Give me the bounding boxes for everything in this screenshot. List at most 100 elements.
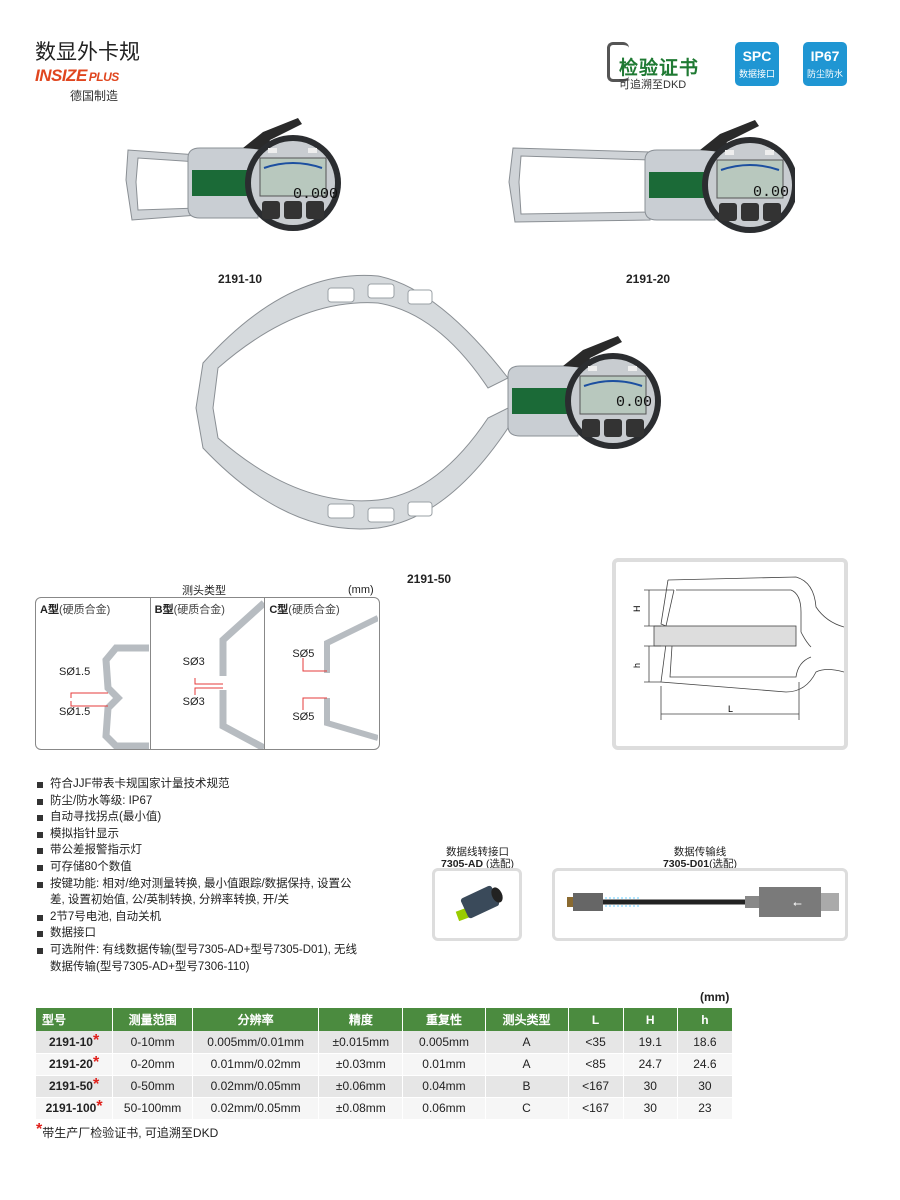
column-header: L <box>568 1008 624 1031</box>
table-cell: 0-50mm <box>112 1075 194 1098</box>
model-label: 2191-20 <box>626 272 671 286</box>
star-marker: * <box>92 1054 100 1071</box>
cell-value: 50-100mm <box>123 1101 182 1115</box>
cell-value: 0.02mm/0.05mm <box>210 1079 301 1093</box>
table-cell: 2191-50* <box>36 1075 114 1098</box>
table-cell: <167 <box>568 1097 624 1120</box>
spc-subtitle: 数据接口 <box>738 69 775 79</box>
cell-value: 30 <box>698 1079 712 1093</box>
cell-value: 0-10mm <box>130 1034 175 1049</box>
accessory-model: 7305-AD <box>441 858 484 870</box>
column-header: 分辨率 <box>192 1008 320 1031</box>
table-cell: 0.005mm <box>402 1031 486 1054</box>
table-cell: 0-10mm <box>112 1031 194 1054</box>
cell-value: 0.04mm <box>422 1079 466 1093</box>
accessory-note: (选配) <box>709 858 738 870</box>
feature-item: 带公差报警指示灯 <box>35 842 415 859</box>
probe-material: (硬质合金) <box>288 604 340 616</box>
table-cell: 30 <box>677 1075 734 1098</box>
table-cell: 50-100mm <box>112 1097 194 1120</box>
feature-list: 符合JJF带表卡规国家计量技术规范 防尘/防水等级: IP67 自动寻找拐点(最… <box>35 776 415 975</box>
column-header: 重复性 <box>402 1008 486 1031</box>
feature-item: 可选附件: 有线数据传输(型号7305-AD+型号7305-D01), 无线数据… <box>35 942 365 975</box>
table-cell: A <box>485 1031 569 1054</box>
cell-value: 0.01mm <box>422 1057 466 1071</box>
probe-type-b: B型(硬质合金) SØ3 SØ3 <box>151 598 266 749</box>
ip-title: IP67 <box>810 48 840 64</box>
cell-value: 2191-100 <box>45 1101 97 1115</box>
column-header: 测量范围 <box>112 1008 194 1031</box>
table-cell: <85 <box>568 1053 624 1076</box>
table-cell: B <box>485 1075 569 1098</box>
usb-cable-icon: ⭠ <box>567 887 839 917</box>
feature-item: 2节7号电池, 自动关机 <box>35 909 415 926</box>
svg-text:⭠: ⭠ <box>793 898 802 910</box>
footnote: *带生产厂检验证书, 可追溯至DKD <box>36 1121 218 1141</box>
probe-unit: (mm) <box>348 584 374 596</box>
table-cell: 0-20mm <box>112 1053 194 1076</box>
accessory-model: 7305-D01 <box>662 858 710 870</box>
certificate-badge: 检验证书 可追溯至DKD <box>605 40 705 91</box>
dimension-drawing: H h L <box>632 576 845 720</box>
column-header: 测头类型 <box>485 1008 569 1031</box>
cell-value: ±0.03mm <box>335 1057 386 1071</box>
star-marker: * <box>92 1076 100 1093</box>
model-label: 2191-50 <box>407 572 452 586</box>
feature-item: 自动寻找拐点(最小值) <box>35 809 415 826</box>
probe-type-a: A型(硬质合金) SØ1.5 SØ1.5 <box>36 598 151 749</box>
column-header: 精度 <box>318 1008 404 1031</box>
spc-title: SPC <box>742 48 772 64</box>
table-cell: 24.7 <box>623 1053 678 1076</box>
accessory-adapter-title: 数据线转接口 7305-AD (选配) <box>425 846 530 870</box>
probe-type-letter: B型 <box>154 604 174 616</box>
cert-subtitle: 可追溯至DKD <box>619 79 687 91</box>
cell-value: <85 <box>585 1057 606 1071</box>
table-cell: A <box>485 1053 569 1076</box>
lcd-reading: 0.00 <box>753 184 789 201</box>
feature-item: 符合JJF带表卡规国家计量技术规范 <box>35 776 415 793</box>
column-header: h <box>677 1008 734 1031</box>
table-cell: 0.04mm <box>402 1075 486 1098</box>
probe-size-bottom: SØ1.5 <box>59 706 91 718</box>
column-header: 型号 <box>36 1008 114 1031</box>
probe-material: (硬质合金) <box>58 604 111 616</box>
dimension-diagram: H h L <box>612 558 848 750</box>
cell-value: A <box>522 1034 531 1049</box>
star-marker: * <box>36 1121 43 1138</box>
cell-value: ±0.015mm <box>332 1034 390 1049</box>
table-cell: ±0.015mm <box>318 1031 404 1054</box>
cell-value: 0-50mm <box>130 1079 175 1093</box>
feature-item: 数据接口 <box>35 925 415 942</box>
probe-size-top: SØ3 <box>182 656 205 668</box>
cell-value: B <box>522 1079 531 1093</box>
cell-value: 24.7 <box>638 1057 662 1071</box>
probe-size-top: SØ5 <box>292 648 315 660</box>
probe-types-title: 测头类型 <box>182 585 226 597</box>
certificate-icon <box>607 42 629 82</box>
label-H: H <box>632 606 642 613</box>
probe-size-bottom: SØ5 <box>292 711 315 723</box>
table-cell: 30 <box>623 1075 678 1098</box>
probe-size-bottom: SØ3 <box>182 696 205 708</box>
product-image-2191-20: 0.00 <box>508 119 795 234</box>
table-cell: ±0.03mm <box>318 1053 404 1076</box>
label-L: L <box>728 704 733 714</box>
cell-value: <167 <box>582 1079 610 1093</box>
brand-name: INSIZE <box>35 66 87 85</box>
table-cell: 0.02mm/0.05mm <box>192 1075 320 1098</box>
cell-value: ±0.06mm <box>335 1079 386 1093</box>
probe-type-c: C型(硬质合金) SØ5 SØ5 <box>265 598 379 749</box>
cell-value: 30 <box>643 1101 657 1115</box>
table-cell: 2191-10* <box>36 1031 114 1054</box>
lcd-reading: 0.000 <box>293 186 338 203</box>
cell-value: <167 <box>582 1101 610 1115</box>
cell-value: 18.6 <box>693 1034 717 1049</box>
cell-value: 30 <box>643 1079 657 1093</box>
probe-type-letter: C型 <box>269 604 289 616</box>
probe-type-letter: A型 <box>40 604 59 616</box>
table-cell: <35 <box>568 1031 624 1054</box>
star-marker: * <box>96 1098 103 1115</box>
cell-value: A <box>522 1057 531 1071</box>
